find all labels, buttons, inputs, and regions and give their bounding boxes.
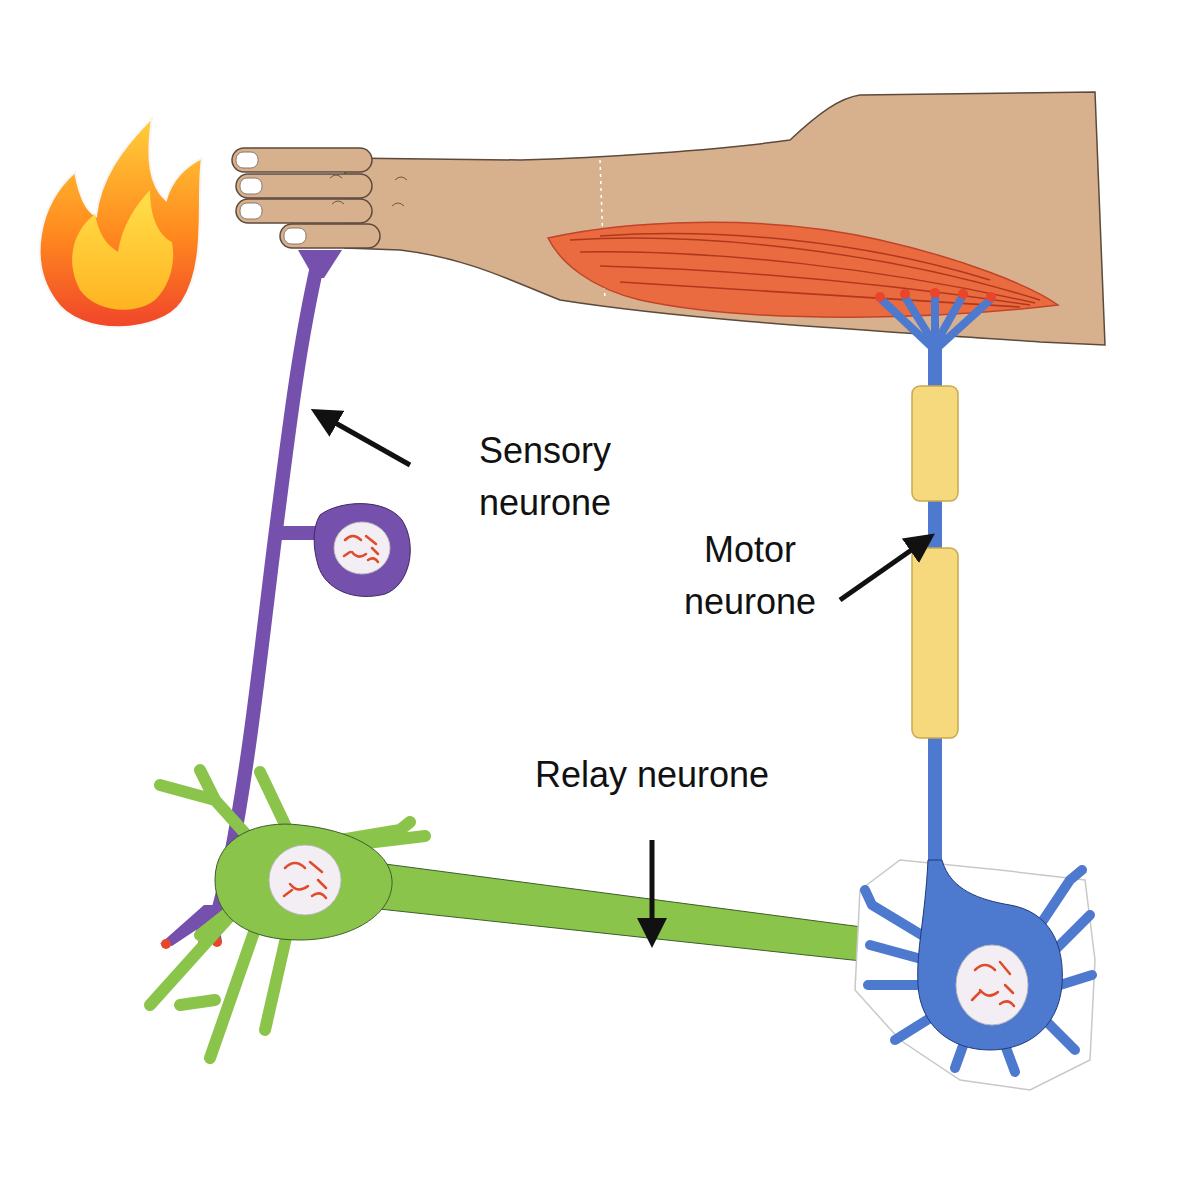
chromosomes [972,962,1014,1006]
flame-core [72,190,173,310]
arm [345,92,1105,345]
chromosomes [344,536,378,562]
part-label: Motor neurone [650,524,850,628]
fingernail [240,203,262,219]
synapse-tip [986,292,996,302]
paper-backing [855,860,1095,1090]
part-label: Relay neurone [482,749,822,801]
synapse-tip [900,289,910,299]
muscle-fibres [570,234,1040,307]
myelin-sheath [912,386,958,501]
finger [236,199,372,223]
synapse-tip [930,288,940,298]
relay-dendrites [150,770,425,1058]
sensory-cell-body [314,504,410,597]
finger [280,224,380,248]
chromosomes [284,862,326,898]
fingernail [236,152,258,168]
knuckle-lines [330,175,407,206]
fingernail [240,178,262,194]
leader-arrow [650,840,655,942]
leader-arrow [316,412,410,465]
relay-cell-body [215,824,392,940]
finger [232,148,372,172]
synapse-tip [875,292,885,302]
myelin-sheath [912,548,958,738]
nucleus [334,522,390,574]
leader-arrow [840,537,930,600]
nucleus [269,845,341,915]
finger [236,174,372,198]
synapse-tip [161,939,171,949]
nucleus [956,945,1028,1025]
synapse-tip [958,289,968,299]
motor-cell-body [918,860,1063,1050]
part-label: Sensory neurone [445,425,645,529]
fingernail [284,228,306,244]
flame [40,118,202,327]
